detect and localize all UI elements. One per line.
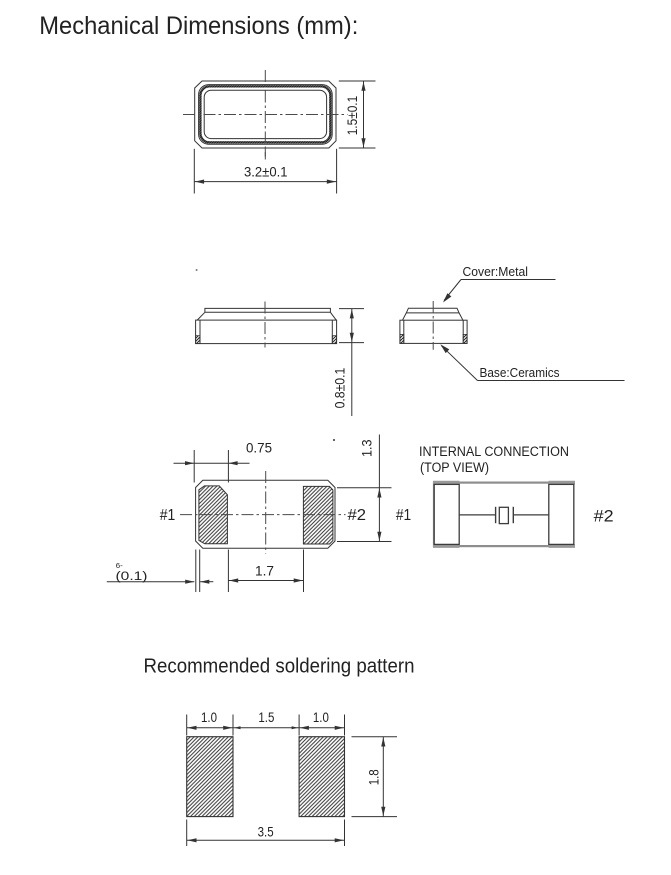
- svg-text:(TOP VIEW): (TOP VIEW): [420, 460, 489, 475]
- svg-text:Mechanical Dimensions (mm):: Mechanical Dimensions (mm):: [39, 12, 358, 40]
- svg-text:1.7: 1.7: [255, 563, 274, 579]
- svg-text:INTERNAL CONNECTION: INTERNAL CONNECTION: [419, 444, 569, 459]
- svg-text:Base:Ceramics: Base:Ceramics: [480, 366, 560, 380]
- svg-text:Cover:Metal: Cover:Metal: [463, 265, 529, 279]
- svg-text:#1: #1: [396, 507, 411, 524]
- svg-text:#2: #2: [594, 508, 614, 526]
- svg-text:1.5±0.1: 1.5±0.1: [345, 96, 360, 136]
- svg-text:1.0: 1.0: [201, 710, 217, 725]
- svg-text:(0.1): (0.1): [116, 571, 148, 583]
- svg-text:0.75: 0.75: [246, 439, 272, 455]
- svg-text:1.5: 1.5: [258, 710, 274, 725]
- svg-text:1.0: 1.0: [313, 710, 329, 725]
- svg-text:#1: #1: [160, 507, 176, 524]
- svg-text:#2: #2: [348, 507, 367, 524]
- svg-text:3.5: 3.5: [258, 824, 274, 840]
- svg-text:6-: 6-: [116, 561, 124, 570]
- svg-text:1.8: 1.8: [367, 769, 382, 785]
- svg-text:Recommended soldering pattern: Recommended soldering pattern: [144, 655, 415, 678]
- svg-text:0.8±0.1: 0.8±0.1: [331, 368, 347, 409]
- svg-text:3.2±0.1: 3.2±0.1: [244, 163, 288, 179]
- svg-text:1.3: 1.3: [359, 439, 375, 457]
